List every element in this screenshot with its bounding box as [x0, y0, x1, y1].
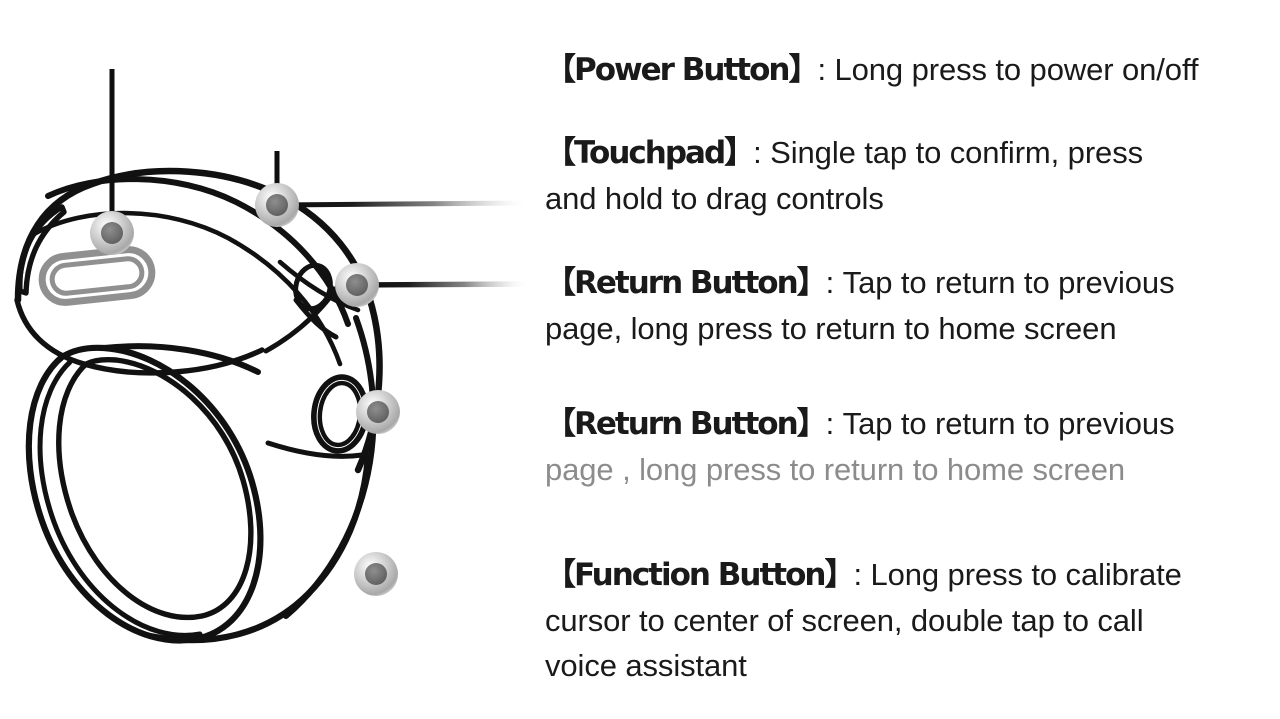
callout-return-button-2: 【Return Button】: Tap to return to previo… [545, 401, 1271, 492]
callout-separator: : [853, 557, 862, 592]
callout-line: 【Return Button】: Tap to return to previo… [545, 401, 1271, 447]
callout-line: 【Return Button】: Tap to return to previo… [545, 260, 1271, 306]
callout-label-power-button: 【Power Button】 [545, 52, 819, 88]
callout-label-touchpad: 【Touchpad】 [545, 135, 755, 171]
ring-crest-inner [31, 210, 343, 367]
callout-text-continued: cursor to center of screen, double tap t… [545, 603, 1144, 638]
callout-marker-return-button-1[interactable] [335, 263, 379, 307]
callout-label-return-button-2: 【Return Button】 [545, 406, 828, 442]
callout-function-button: 【Function Button】: Long press to calibra… [545, 552, 1271, 688]
callout-text: Tap to return to previous [842, 265, 1175, 300]
leader-line-power-button [109, 66, 520, 233]
ring-pill-detail [38, 246, 156, 306]
callout-text-continued: page, long press to return to home scree… [545, 311, 1117, 346]
callout-text-continued: and hold to drag controls [545, 181, 884, 216]
ring-segment-divider [277, 259, 361, 313]
callout-separator: : [817, 52, 826, 87]
callout-return-button-1: 【Return Button】: Tap to return to previo… [545, 260, 1271, 351]
ring-crest-line [45, 176, 351, 327]
callout-power-button: 【Power Button】: Long press to power on/o… [545, 47, 1271, 93]
callout-text: Long press to power on/off [834, 52, 1199, 87]
ring-body-outline [14, 167, 383, 644]
callout-label-function-button: 【Function Button】 [545, 557, 855, 593]
pill-inner [49, 256, 145, 296]
callout-text-continued-muted: page , long press to return to home scre… [545, 452, 1125, 487]
callout-text-continued: voice assistant [545, 648, 747, 683]
pill-outer [38, 246, 156, 306]
callout-marker-function-button[interactable] [354, 552, 398, 596]
callout-touchpad: 【Touchpad】: Single tap to confirm, press… [545, 130, 1271, 221]
callout-marker-touchpad[interactable] [255, 183, 299, 227]
callout-marker-return-button-2[interactable] [356, 390, 400, 434]
ring-band-outer [25, 344, 264, 644]
leader-line-touchpad [274, 148, 531, 208]
callout-separator: : [753, 135, 762, 170]
ring-band-thickness [37, 359, 203, 638]
ring-band-top-join [101, 343, 261, 375]
callout-text: Single tap to confirm, press [770, 135, 1143, 170]
callout-line: 【Function Button】: Long press to calibra… [545, 552, 1271, 598]
callout-text: Tap to return to previous [842, 406, 1175, 441]
ring-lower-inner-arc [265, 440, 365, 459]
oval-button-outline [293, 262, 333, 312]
ring-faceplate-bottom [14, 297, 265, 376]
callout-separator: : [825, 265, 835, 300]
leader-line-return-button-1 [356, 281, 531, 288]
callout-line: 【Touchpad】: Single tap to confirm, press [545, 130, 1271, 176]
callout-label-return-button-1: 【Return Button】 [545, 265, 828, 301]
ring-faceplate-panel [17, 204, 67, 296]
callout-leader-layer [90, 66, 532, 596]
callout-text-column: 【Power Button】: Long press to power on/o… [545, 0, 1271, 719]
smart-ring-illustration [14, 167, 383, 644]
callout-text: Long press to calibrate [870, 557, 1182, 592]
callout-marker-power-button[interactable] [90, 211, 134, 255]
ring-oval-button [293, 262, 333, 312]
callout-separator: : [825, 406, 835, 441]
callout-line: 【Power Button】: Long press to power on/o… [545, 47, 1271, 93]
ring-band-inner-hole [56, 356, 254, 621]
